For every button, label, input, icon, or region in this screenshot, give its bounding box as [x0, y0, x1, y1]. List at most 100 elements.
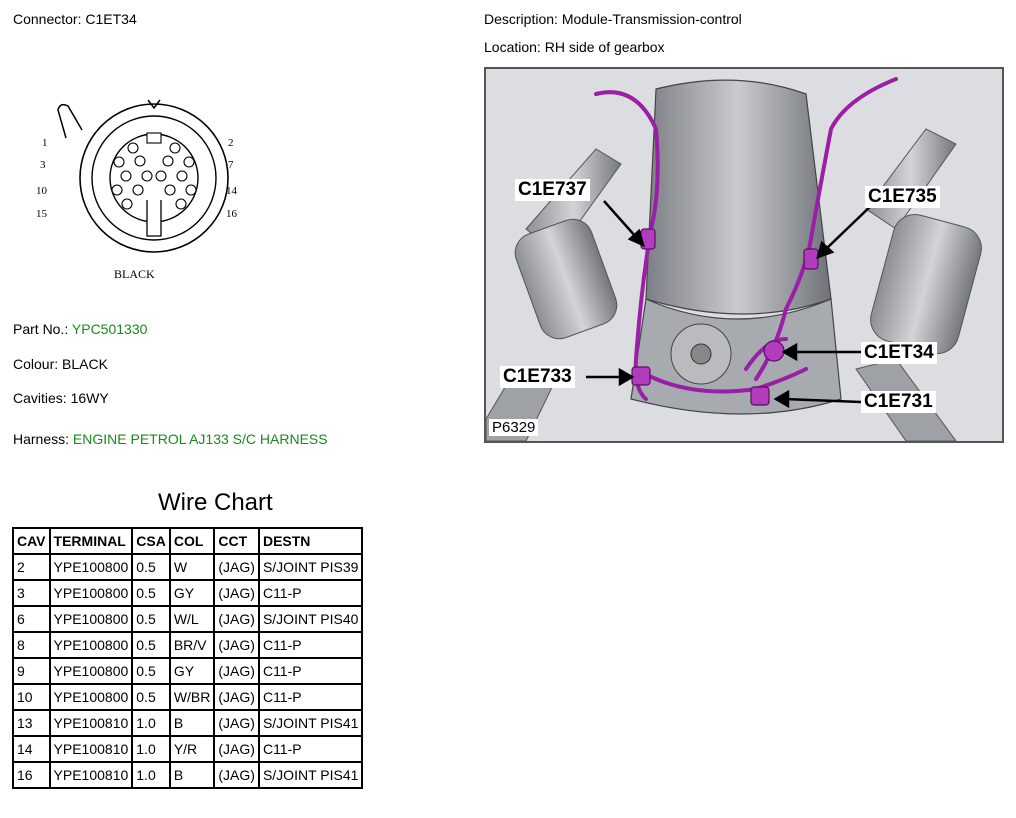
harness-value: ENGINE PETROL AJ133 S/C HARNESS	[72, 431, 328, 447]
cavities-label: Cavities:	[13, 390, 67, 406]
header-cav: CAV	[12, 527, 51, 555]
colour-label: Colour:	[13, 356, 59, 372]
callout-c1e735: C1E735	[865, 186, 940, 208]
cell-col: W	[168, 553, 216, 581]
cell-cct: (JAG)	[213, 657, 260, 685]
key-notch	[147, 99, 161, 110]
cell-cct: (JAG)	[213, 761, 260, 789]
cell-csa: 1.0	[131, 761, 171, 789]
pin-label-10: 10	[36, 185, 48, 197]
table-row: 8 YPE100800 0.5 BR/V (JAG) C11-P	[12, 631, 364, 659]
connector-outer-ring	[79, 103, 229, 253]
cell-cav: 9	[12, 657, 51, 685]
cell-cav: 10	[12, 683, 51, 711]
pin-label-16: 16	[226, 208, 238, 220]
description-label: Description:	[484, 11, 558, 27]
table-row: 14 YPE100810 1.0 Y/R (JAG) C11-P	[12, 735, 364, 763]
wire-chart-title: Wire Chart	[158, 489, 273, 516]
cell-col: W/BR	[168, 683, 216, 711]
cell-cav: 14	[12, 735, 51, 763]
callout-c1e731: C1E731	[861, 391, 936, 413]
cavities-value: 16WY	[70, 390, 109, 406]
pin-label-3: 3	[40, 159, 46, 171]
callout-c1e737: C1E737	[515, 179, 590, 201]
cell-terminal: YPE100800	[48, 683, 134, 711]
cell-terminal: YPE100800	[48, 605, 134, 633]
cell-terminal: YPE100800	[48, 553, 134, 581]
header-csa: CSA	[131, 527, 171, 555]
table-row: 2 YPE100800 0.5 W (JAG) S/JOINT PIS39	[12, 553, 364, 581]
table-row: 9 YPE100800 0.5 GY (JAG) C11-P	[12, 657, 364, 685]
cell-destn: C11-P	[257, 735, 364, 763]
cell-csa: 1.0	[131, 709, 171, 737]
cell-cav: 16	[12, 761, 51, 789]
cell-cav: 3	[12, 579, 51, 607]
connector-inner-ring	[91, 115, 217, 241]
table-header-row: CAV TERMINAL CSA COL CCT DESTN	[12, 527, 364, 555]
cell-col: GY	[168, 579, 216, 607]
cell-col: GY	[168, 657, 216, 685]
pin-label-1: 1	[42, 137, 48, 149]
colour-line: Colour: BLACK	[13, 356, 108, 372]
connector-color-caption: BLACK	[114, 267, 155, 281]
part-no-label: Part No.:	[13, 321, 69, 337]
cell-csa: 0.5	[131, 579, 171, 607]
cell-destn: C11-P	[257, 657, 364, 685]
cell-destn: S/JOINT PIS39	[257, 553, 364, 581]
cell-cav: 2	[12, 553, 51, 581]
cell-terminal: YPE100810	[48, 735, 134, 763]
location-line: Location: RH side of gearbox	[484, 39, 665, 55]
connector-line: Connector: C1ET34	[13, 11, 137, 27]
cell-col: Y/R	[168, 735, 216, 763]
cell-destn: S/JOINT PIS41	[257, 709, 364, 737]
location-value: RH side of gearbox	[544, 39, 665, 55]
pin-cavities	[111, 142, 197, 210]
cell-cct: (JAG)	[213, 605, 260, 633]
cell-csa: 0.5	[131, 631, 171, 659]
pin-label-7: 7	[228, 159, 234, 171]
cell-cav: 6	[12, 605, 51, 633]
cell-cct: (JAG)	[213, 709, 260, 737]
table-row: 10 YPE100800 0.5 W/BR (JAG) C11-P	[12, 683, 364, 711]
cell-cct: (JAG)	[213, 631, 260, 659]
connector-face-diagram: 1 2 3 7 10 14 15 16 BLACK	[36, 99, 238, 281]
callout-c1et34: C1ET34	[861, 342, 937, 364]
part-no-line: Part No.: YPC501330	[13, 321, 147, 337]
cell-destn: S/JOINT PIS40	[257, 605, 364, 633]
harness-label: Harness:	[13, 431, 70, 447]
cell-terminal: YPE100800	[48, 657, 134, 685]
colour-value: BLACK	[62, 356, 108, 372]
bottom-key-slot	[146, 200, 162, 237]
cell-col: W/L	[168, 605, 216, 633]
cell-cct: (JAG)	[213, 683, 260, 711]
header-col: COL	[168, 527, 216, 555]
cell-destn: C11-P	[257, 579, 364, 607]
header-terminal: TERMINAL	[48, 527, 134, 555]
connector-label: Connector:	[13, 11, 82, 27]
pin-label-15: 15	[36, 208, 48, 220]
cell-cav: 13	[12, 709, 51, 737]
cell-destn: C11-P	[257, 631, 364, 659]
table-row: 16 YPE100810 1.0 B (JAG) S/JOINT PIS41	[12, 761, 364, 789]
cell-cav: 8	[12, 631, 51, 659]
harness-line: Harness: ENGINE PETROL AJ133 S/C HARNESS	[13, 431, 328, 447]
location-photo: C1E737 C1E735 C1ET34 C1E733 C1E731 P6329	[484, 67, 1004, 443]
cell-csa: 0.5	[131, 657, 171, 685]
cavities-line: Cavities: 16WY	[13, 390, 109, 406]
cell-col: BR/V	[168, 631, 216, 659]
cell-cct: (JAG)	[213, 579, 260, 607]
header-cct: CCT	[213, 527, 260, 555]
pin-label-2: 2	[228, 137, 234, 149]
cell-col: B	[168, 761, 216, 789]
cell-destn: S/JOINT PIS41	[257, 761, 364, 789]
cell-cct: (JAG)	[213, 553, 260, 581]
cell-destn: C11-P	[257, 683, 364, 711]
cell-csa: 0.5	[131, 553, 171, 581]
cell-csa: 1.0	[131, 735, 171, 763]
wire-chart-table: CAV TERMINAL CSA COL CCT DESTN 2 YPE1008…	[12, 527, 364, 789]
top-key	[146, 132, 162, 144]
part-no-value: YPC501330	[71, 321, 148, 337]
table-row: 13 YPE100810 1.0 B (JAG) S/JOINT PIS41	[12, 709, 364, 737]
connector-id: C1ET34	[85, 11, 137, 27]
description-value: Module-Transmission-control	[561, 11, 742, 27]
